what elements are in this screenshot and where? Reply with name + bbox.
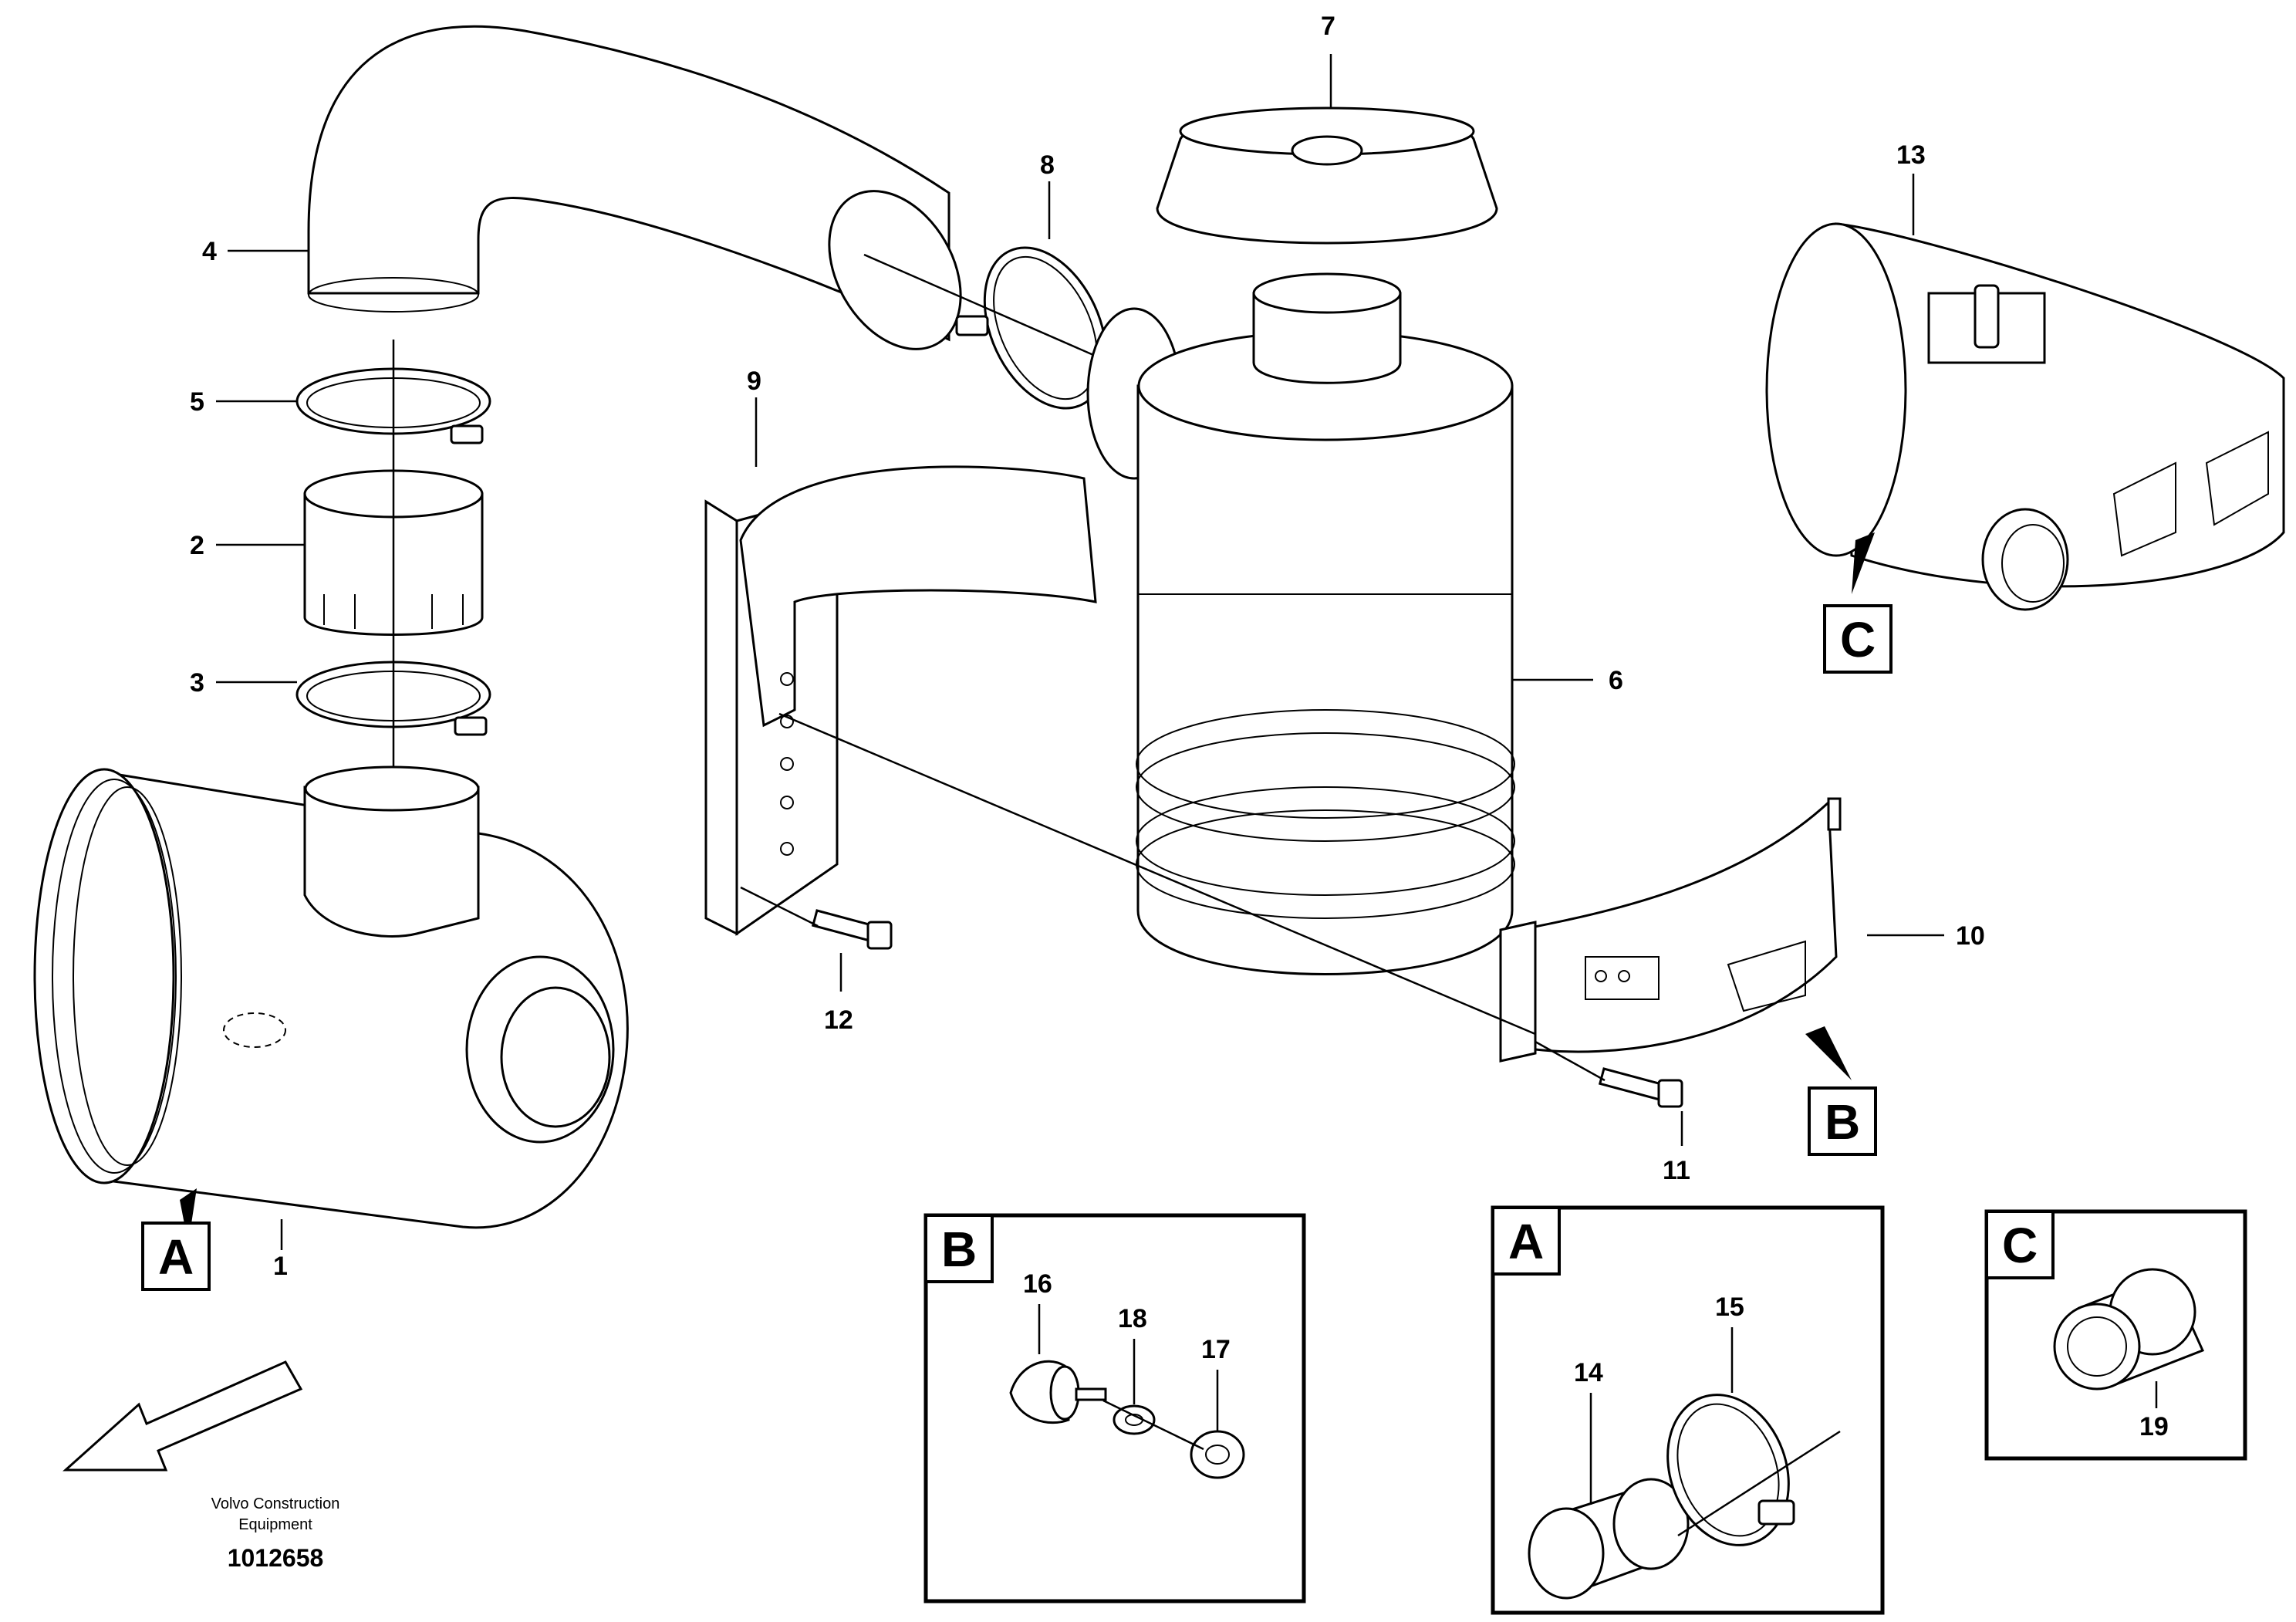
drawing-number: 1012658 [228,1544,324,1572]
label-part-16: 16 [1023,1269,1052,1299]
detail-letter-c: C [2002,1218,2038,1273]
rubber-buffer-16 [1009,1360,1107,1424]
intake-elbow-pipe [307,25,962,350]
label-part-18: 18 [1118,1304,1147,1333]
assembly-line-bolt-11 [1535,1040,1606,1082]
washer-18 [1113,1404,1156,1435]
bolt-11 [1598,1067,1683,1108]
detail-letter-b: B [941,1222,977,1277]
hose-clamp-15 [1666,1394,1795,1546]
assembly-line-pipe-to-filter [863,253,1112,364]
strap-10 [1499,797,1842,1063]
label-part-13: 13 [1896,140,1926,170]
label-part-12: 12 [824,1005,853,1035]
label-part-17: 17 [1201,1335,1231,1364]
assembly-line-bolt-12 [740,886,819,928]
mounting-bracket-9 [704,465,1097,936]
label-part-3: 3 [190,668,204,698]
label-part-8: 8 [1040,150,1055,180]
label-part-19: 19 [2139,1412,2169,1441]
bolt-12 [811,909,893,950]
hose-clamp-8 [955,246,1108,410]
detail-box-a: A 14 15 [1491,1205,1885,1615]
callout-letter-a: A [158,1229,194,1285]
pre-cleaner-13 [1765,222,2285,611]
hose-19 [2053,1268,2205,1391]
nut-17 [1190,1430,1245,1479]
assembly-line-bracket-to-strap [778,712,1536,1036]
company-name-line1: Volvo Construction [211,1495,340,1512]
hose-14 [1528,1478,1690,1600]
label-part-14: 14 [1574,1358,1603,1387]
callout-letter-b: B [1825,1094,1860,1150]
company-name-line2: Equipment [238,1516,312,1533]
label-part-4: 4 [202,237,217,266]
label-part-10: 10 [1956,921,1985,951]
leader-lines [180,54,1944,1250]
drawing-footer: Volvo Construction Equipment 1012658 [211,1495,340,1572]
label-part-15: 15 [1715,1293,1744,1322]
label-part-2: 2 [190,531,204,560]
air-cleaner-6 [1086,272,1515,975]
callout-box-b: B [1808,1086,1877,1156]
label-part-1: 1 [273,1252,288,1281]
detail-box-b: B 16 18 17 [923,1213,1306,1603]
label-part-9: 9 [747,367,761,396]
label-part-11: 11 [1663,1156,1690,1185]
air-filter-housing-1 [33,765,629,1229]
label-part-7: 7 [1321,12,1335,41]
detail-box-c: C 19 [1984,1209,2247,1461]
detail-letter-a: A [1508,1214,1544,1269]
callout-box-c: C [1823,604,1893,674]
forward-direction-arrow-icon [62,1360,303,1472]
label-part-6: 6 [1609,666,1623,695]
label-part-5: 5 [190,387,204,417]
callout-box-a: A [141,1222,211,1291]
rain-cap-7 [1156,106,1498,245]
callout-letter-c: C [1840,612,1876,667]
